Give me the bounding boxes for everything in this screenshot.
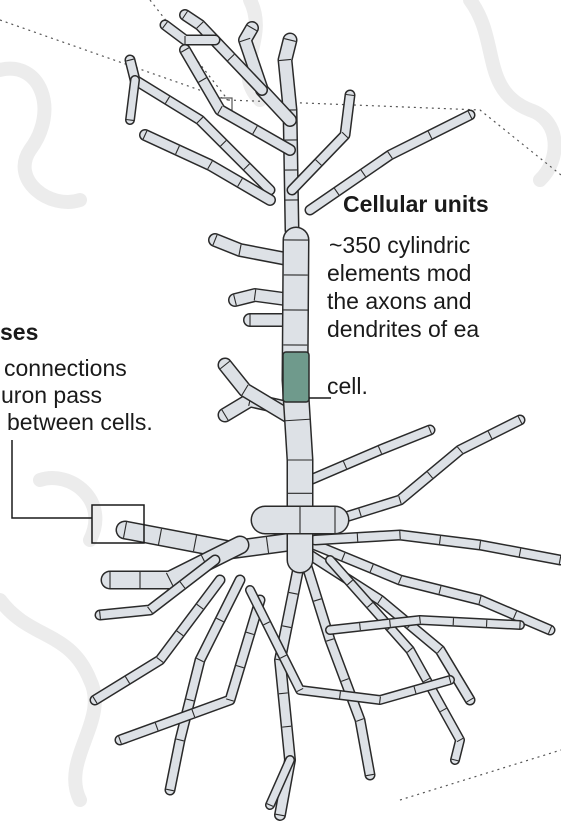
cellular-units-line-4: dendrites of ea — [327, 316, 479, 343]
dendrite-left-stub — [127, 80, 135, 120]
dendrite-right-mid-lower — [310, 426, 431, 480]
dendrite-lower-right-e-joint — [360, 623, 361, 630]
dendrite-left-stub-fill — [130, 80, 135, 120]
map-stroke-1 — [470, 0, 555, 180]
dendrite-top-main — [279, 39, 297, 230]
map-stroke-0 — [0, 69, 80, 202]
neuron-branches — [93, 11, 561, 816]
dotted-line-3 — [400, 750, 561, 800]
soma-body — [265, 507, 335, 533]
dendrite-lower-right-e — [330, 617, 520, 631]
synapses-line-2: uron pass — [1, 382, 102, 409]
dendrite-right-mid-lower-fill — [310, 430, 430, 480]
cellular-units-line-5: cell. — [327, 373, 368, 400]
map-stroke-4 — [40, 478, 95, 540]
cellular-units-line-3: the axons and — [327, 288, 472, 315]
cellular-units-title: Cellular units — [343, 191, 489, 217]
dendrite-right-up — [292, 95, 354, 190]
dendrite-top-main-fill — [285, 40, 292, 230]
synapses-title: ses — [0, 319, 38, 345]
synapses-line-1: connections — [4, 355, 127, 382]
dendrite-lower-right-e-joint — [420, 617, 421, 624]
dendrite-left-lower-fill — [215, 240, 292, 260]
highlighted-cylinder — [283, 352, 309, 402]
cellular-units-line-2: elements mod — [327, 260, 471, 287]
synapses-line-3: between cells. — [7, 409, 153, 436]
cellular-units-line-1: ~350 cylindric — [329, 232, 470, 259]
dendrite-right-up-fill — [292, 95, 350, 190]
dendrite-left-lower — [213, 235, 292, 260]
dendrite-lower-right-e-joint — [390, 620, 391, 627]
map-stroke-2 — [0, 600, 95, 800]
